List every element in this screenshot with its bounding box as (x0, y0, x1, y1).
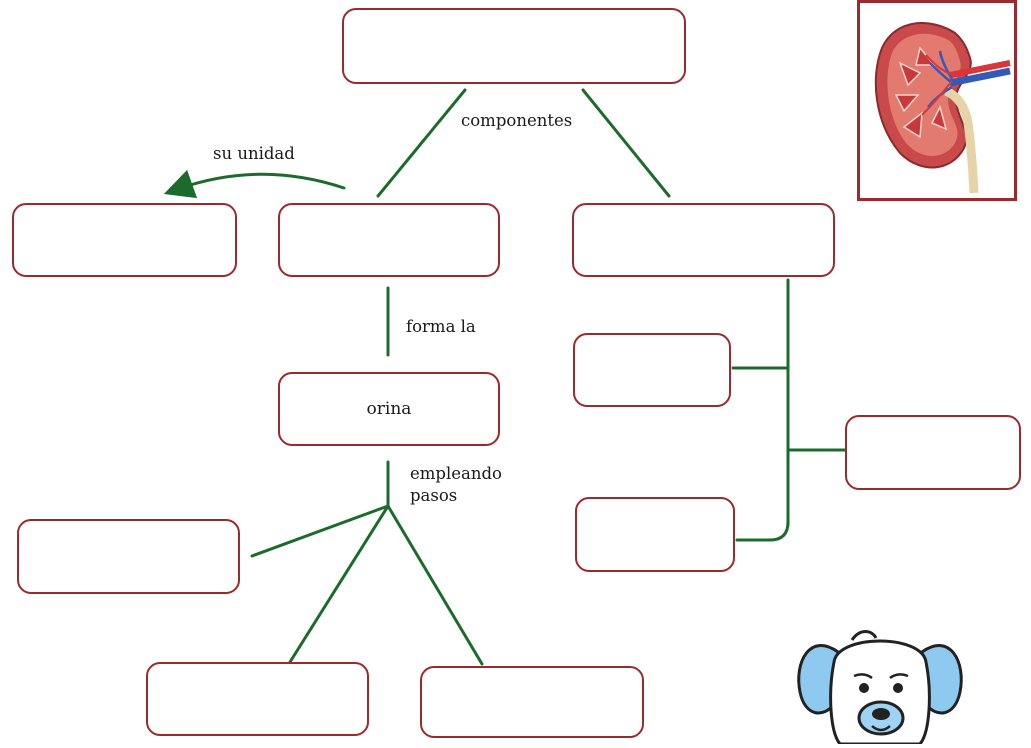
concept-unit-box (12, 203, 237, 277)
concept-sub-right-2-box (845, 415, 1021, 490)
concept-sub-right-3-box (575, 497, 735, 572)
concept-step-1-box (17, 519, 240, 594)
link-label-components: componentes (461, 111, 573, 130)
connector-step-1 (250, 504, 390, 558)
connector-right-bottom (735, 520, 790, 542)
connector-step-2 (288, 504, 390, 664)
concept-urine-box: orina (278, 372, 500, 446)
connector-top-left (376, 88, 467, 198)
kidney-icon (874, 22, 1011, 194)
kidney-image (857, 0, 1017, 201)
link-label-steps-line1: empleando (410, 464, 502, 483)
concept-sub-right-1-box (573, 333, 731, 407)
connector-step-3 (386, 504, 484, 666)
puppy-mascot-image (790, 622, 970, 746)
concept-step-3-box (420, 666, 644, 738)
concept-component-left-box (278, 203, 500, 277)
concept-top-box (342, 8, 686, 84)
puppy-icon (797, 630, 963, 746)
connector-unit-arrow (163, 169, 346, 199)
link-label-forms: forma la (406, 317, 476, 336)
concept-step-2-box (146, 662, 369, 736)
connector-top-right (581, 88, 671, 198)
link-label-unit: su unidad (213, 144, 295, 163)
concept-component-right-box (572, 203, 835, 277)
concept-urine-text: orina (366, 399, 412, 419)
link-label-steps-line2: pasos (410, 486, 458, 505)
